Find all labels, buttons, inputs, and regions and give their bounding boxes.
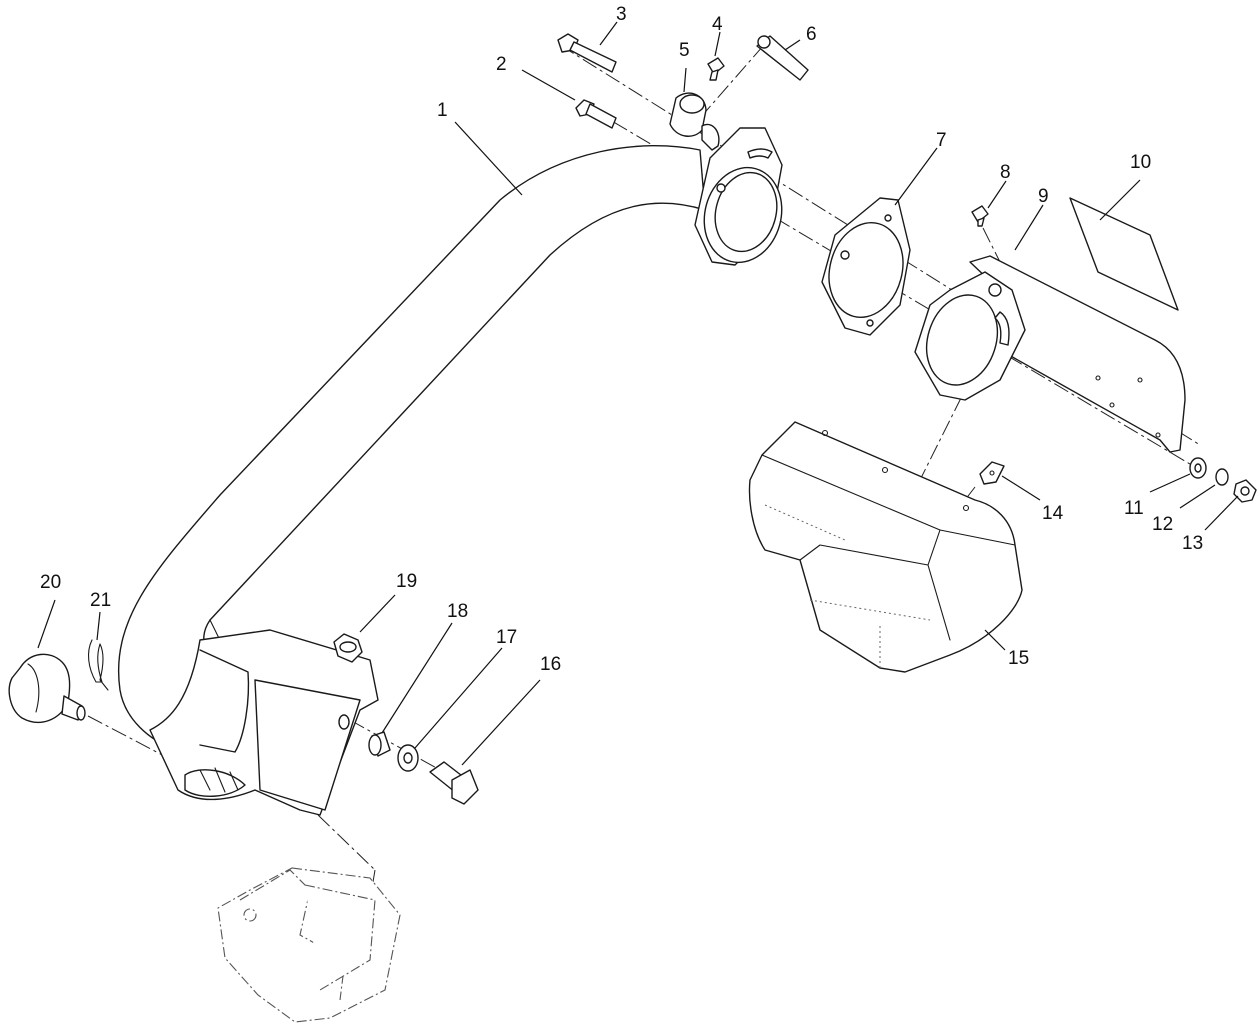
screw-8 <box>971 205 989 227</box>
pin-6 <box>701 35 809 151</box>
gasket <box>821 197 911 336</box>
bolt-3 <box>557 33 617 73</box>
callout-17: 17 <box>496 627 517 648</box>
callout-6: 6 <box>806 24 817 45</box>
leader-lines <box>37 21 1239 766</box>
bushing-18 <box>368 731 391 757</box>
callout-19: 19 <box>396 571 417 592</box>
washer-11 <box>1189 457 1207 479</box>
washer-17 <box>397 744 419 772</box>
callout-7: 7 <box>936 130 947 151</box>
callout-2: 2 <box>496 54 507 75</box>
hair-pin-21 <box>87 639 109 691</box>
callout-16: 16 <box>540 654 561 675</box>
upper-flange <box>694 127 783 266</box>
callout-20: 20 <box>40 572 61 593</box>
knob-20 <box>8 653 86 723</box>
callout-14: 14 <box>1042 503 1064 524</box>
callout-10: 10 <box>1130 152 1151 173</box>
bolt-2 <box>575 99 617 129</box>
spacer-5 <box>669 92 707 137</box>
callout-8: 8 <box>1000 162 1011 183</box>
callout-18: 18 <box>447 601 468 622</box>
nut-19 <box>333 633 363 663</box>
callout-5: 5 <box>679 40 690 61</box>
callout-3: 3 <box>616 4 627 25</box>
screw-4 <box>707 57 725 81</box>
callout-1: 1 <box>437 100 448 121</box>
mounting-bracket <box>914 255 1186 453</box>
callout-13: 13 <box>1182 533 1203 554</box>
callout-12: 12 <box>1152 514 1173 535</box>
decal-sheet <box>1069 197 1179 311</box>
callout-11: 11 <box>1124 498 1144 519</box>
callout-15: 15 <box>1008 648 1029 669</box>
lower-bracket <box>149 629 379 816</box>
washer-12 <box>1215 468 1229 486</box>
heat-shield <box>748 421 1023 673</box>
callout-labels: 1 2 3 4 5 6 7 8 9 10 11 12 13 14 15 16 1… <box>40 4 1203 675</box>
bolt-16 <box>429 761 479 805</box>
callout-9: 9 <box>1038 186 1049 207</box>
phantom-mount-block <box>217 867 401 1023</box>
callout-21: 21 <box>90 590 111 611</box>
clip-14 <box>979 461 1005 485</box>
callout-4: 4 <box>712 14 723 35</box>
nut-13 <box>1233 479 1257 503</box>
